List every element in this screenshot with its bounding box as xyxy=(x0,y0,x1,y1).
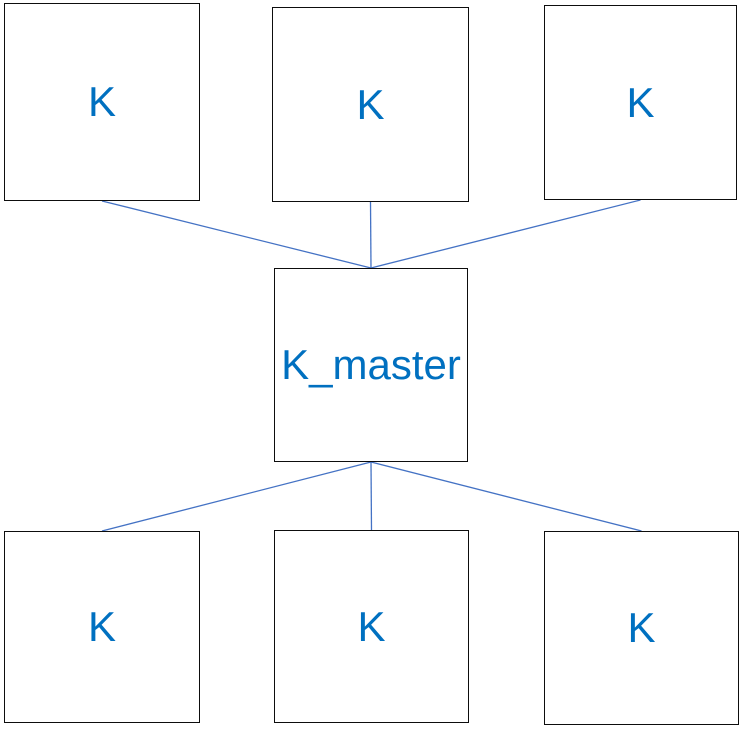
node-k-bottom-left: K xyxy=(4,531,200,723)
node-label: K_master xyxy=(281,341,461,388)
node-label: K xyxy=(357,602,386,650)
node-k-top-right: K xyxy=(544,5,737,200)
node-label: K xyxy=(356,80,385,128)
connector-line xyxy=(370,199,641,269)
connector-line xyxy=(370,461,373,531)
connector-line xyxy=(369,201,372,269)
connector-line xyxy=(101,461,372,532)
connector-line xyxy=(101,200,372,269)
node-k-bottom-right: K xyxy=(544,531,739,725)
connector-line xyxy=(370,461,642,532)
node-label: K xyxy=(627,604,656,651)
node-k-top-middle: K xyxy=(272,7,469,202)
node-k-top-left: K xyxy=(4,3,200,201)
node-label: K xyxy=(87,78,116,125)
node-label: K xyxy=(626,78,655,126)
node-k-bottom-middle: K xyxy=(274,530,469,723)
node-k-master: K_master xyxy=(274,268,468,462)
node-label: K xyxy=(87,603,116,650)
